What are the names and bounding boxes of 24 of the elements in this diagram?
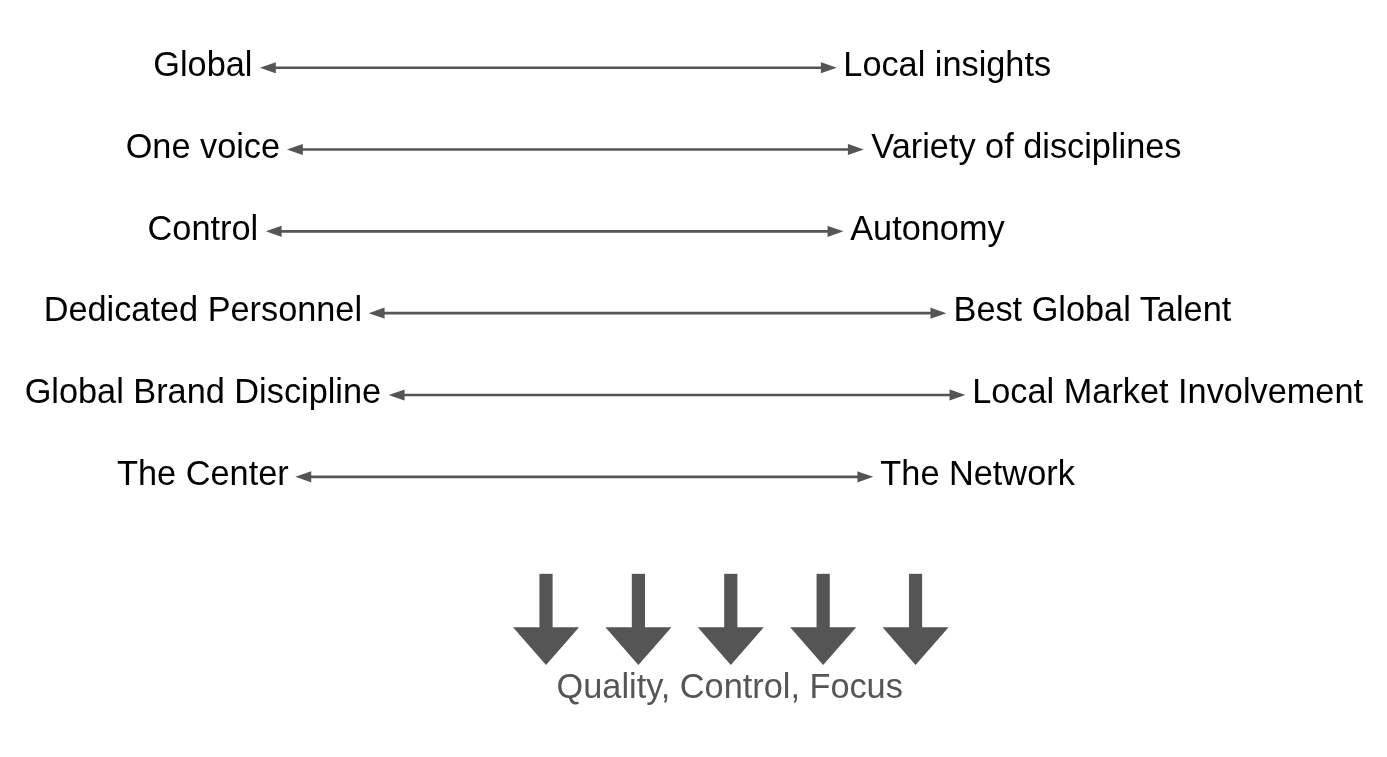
arrow <box>388 389 966 401</box>
arrow <box>265 225 844 237</box>
arrow <box>882 573 949 665</box>
arrow <box>259 62 837 74</box>
node-text: Local insights <box>843 45 1052 84</box>
node-text: Autonomy <box>850 208 1005 247</box>
node-text: Quality, Control, Focus <box>556 667 903 706</box>
node-text: Control <box>147 208 259 247</box>
node-text: Local Market Involvement <box>972 372 1364 411</box>
arrow <box>605 573 672 665</box>
node-text: Dedicated Personnel <box>43 290 363 329</box>
node-text: Best Global Talent <box>953 290 1232 329</box>
node-text: Global <box>153 45 253 84</box>
arrow <box>697 573 764 665</box>
arrow <box>513 573 580 665</box>
node-text: The Network <box>880 454 1075 493</box>
node-text: Variety of disciplines <box>871 126 1182 165</box>
node-text: Global Brand Discipline <box>24 372 382 411</box>
arrow <box>368 307 947 319</box>
arrow <box>295 471 874 483</box>
arrow <box>286 143 864 156</box>
node-text: One voice <box>125 126 281 165</box>
node-text: The Center <box>117 454 289 493</box>
arrow <box>790 573 857 665</box>
